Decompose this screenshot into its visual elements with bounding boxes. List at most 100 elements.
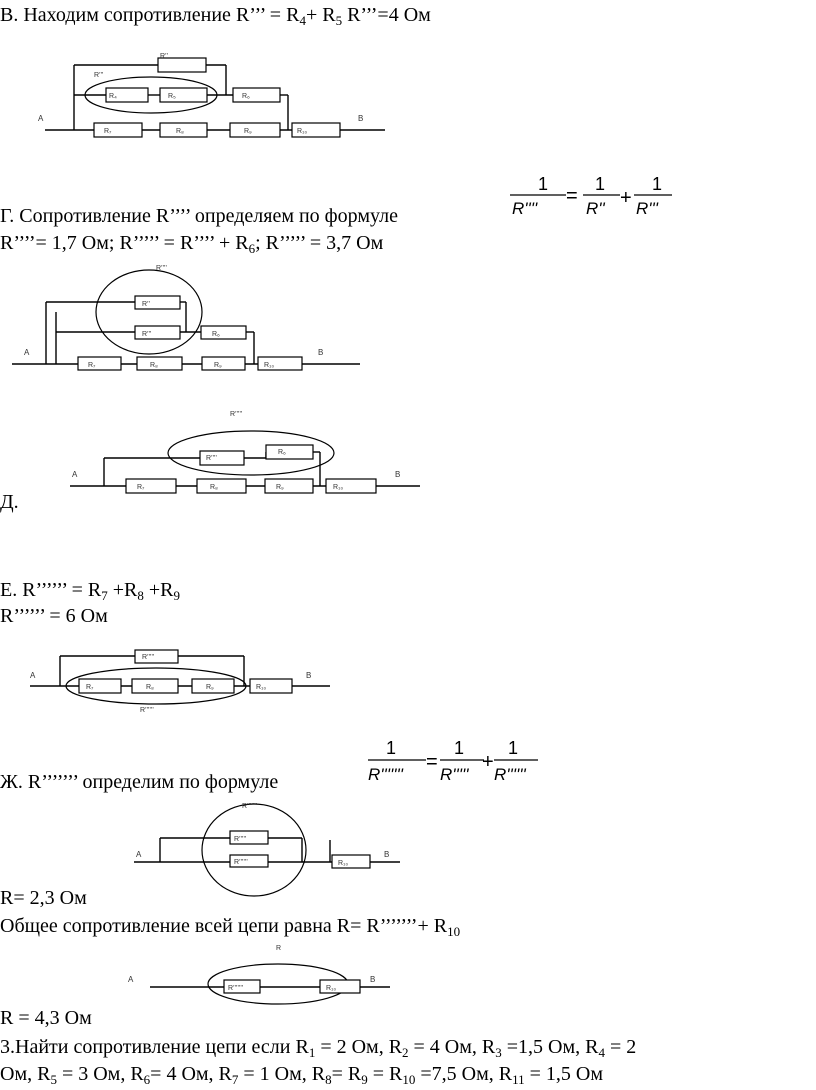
resistor-r10: [249, 678, 293, 694]
resistor-r6: [265, 444, 314, 460]
step-g-text: Г. Сопротивление R’’’’ определяем по фор…: [0, 205, 398, 227]
label-r7p: R’’’’’’’: [228, 985, 244, 992]
step-g-result: R’’’’= 1,7 Ом; R’’’’’ = R’’’’ + R6; R’’’…: [0, 232, 384, 256]
task-3-line-2: Ом, R5 = 3 Ом, R6= 4 Ом, R7 = 1 Ом, R8= …: [0, 1063, 603, 1087]
label-r6: R₆: [278, 449, 286, 456]
step-e-result: R’’’’’’ = 6 Ом: [0, 605, 108, 627]
label-r3p: R’’’: [94, 72, 104, 79]
label-b: B: [358, 114, 363, 123]
svg-text:R'''''': R'''''': [494, 765, 527, 784]
label-r2p: R’’: [160, 53, 168, 60]
svg-text:R'''': R'''': [512, 199, 538, 218]
svg-text:1: 1: [508, 738, 518, 758]
svg-text:1: 1: [595, 174, 605, 194]
step-d-text: Д.: [0, 491, 19, 513]
formula-2: 1 R''''''' = 1 R''''' + 1 R'''''': [368, 738, 538, 784]
label-r10: R₁₀: [264, 362, 274, 369]
label-a: A: [128, 975, 134, 984]
resistor-r9: [229, 122, 281, 138]
circuit-diagram-4: R’’’’’ R’’’’’’ R₇ R₈ R₉ R₁₀ A B: [30, 649, 330, 714]
resistor-r10: [331, 854, 371, 869]
resistor-r10: [325, 478, 377, 494]
label-r9: R₉: [214, 362, 222, 369]
circuit-diagram-5: R’’’’’’’ R’’’’’ R’’’’’’ R₁₀ A B: [134, 803, 400, 897]
resistor-r5p: [229, 830, 269, 845]
label-r6p: R’’’’’’: [234, 859, 248, 866]
label-b: B: [370, 975, 375, 984]
label-r10: R₁₀: [338, 860, 348, 867]
result-r-final: R = 4,3 Ом: [0, 1007, 92, 1029]
group-oval: [201, 803, 307, 897]
label-r4p: R’’’’: [156, 265, 167, 272]
resistor-r10: [291, 122, 341, 138]
label-r10: R₁₀: [326, 985, 336, 992]
svg-text:1: 1: [538, 174, 548, 194]
label-r9: R₉: [206, 684, 214, 691]
step-e-text: Е. R’’’’’’ = R7 +R8 +R9: [0, 579, 180, 603]
label-a: A: [30, 671, 36, 680]
label-r4: R₄: [109, 93, 117, 100]
svg-text:R''''''': R''''''': [368, 765, 404, 784]
label-r7p: R’’’’’’’: [242, 803, 258, 810]
label-r5: R₅: [168, 93, 176, 100]
label-a: A: [72, 470, 78, 479]
svg-text:=: =: [426, 751, 438, 773]
group-oval: [167, 430, 335, 476]
step-zh-text: Ж. R’’’’’’’ определим по формуле: [0, 771, 279, 793]
resistor-r7: [93, 122, 143, 138]
label-b: B: [384, 850, 389, 859]
total-resistance-text: Общее сопротивление всей цепи равна R= R…: [0, 915, 461, 939]
svg-text:1: 1: [652, 174, 662, 194]
label-r4p: R’’’’: [206, 455, 217, 462]
svg-text:1: 1: [386, 738, 396, 758]
group-oval: [95, 269, 203, 355]
resistor-r6: [232, 87, 281, 103]
resistor-r3p: [134, 325, 181, 340]
circuit-diagram-2: R’’’’ R’’ R’’’ R₆ R₇ R₈ R₉ R₁₀ A B: [12, 265, 360, 371]
label-r8: R₈: [150, 362, 158, 369]
resistor-r7: [77, 356, 122, 371]
resistor-r6p: [229, 854, 269, 868]
resistor-r9: [201, 356, 246, 371]
label-r6p: R’’’’’’: [140, 707, 154, 714]
svg-text:+: +: [482, 751, 494, 773]
svg-text:R''''': R''''': [440, 765, 469, 784]
svg-text:R''': R''': [636, 199, 659, 218]
resistor-r10: [319, 979, 361, 994]
circuit-diagram-1: R’’ R’’’ R₄ R₅ R₆ R₇ R₈ R₉ R₁₀ A B: [38, 53, 385, 138]
label-r6: R₆: [212, 331, 220, 338]
step-v-text: В. Находим сопротивление R’’’ = R4+ R5 R…: [0, 4, 431, 28]
label-r8: R₈: [210, 484, 218, 491]
resistor-r2p: [134, 295, 181, 310]
formula-1: 1 R'''' = 1 R'' + 1 R''': [510, 174, 672, 218]
resistor-r2p: [157, 57, 207, 73]
label-r10: R₁₀: [256, 684, 266, 691]
circuit-diagram-3: R’’’’’ R’’’’ R₆ R₇ R₈ R₉ R₁₀ A B: [70, 411, 420, 494]
task-3-line-1: 3.Найти сопротивление цепи если R1 = 2 О…: [0, 1036, 637, 1060]
label-r5p: R’’’’’: [230, 411, 243, 418]
label-r9: R₉: [244, 128, 252, 135]
label-r5p: R’’’’’: [142, 654, 155, 661]
svg-text:+: +: [620, 187, 632, 209]
resistor-r10: [257, 356, 303, 371]
label-r8: R₈: [146, 684, 154, 691]
group-oval: [84, 76, 218, 114]
label-r9: R₉: [276, 484, 284, 491]
resistor-r9: [264, 478, 314, 494]
label-b: B: [395, 470, 400, 479]
resistor-r6: [200, 325, 247, 340]
label-r8: R₈: [176, 128, 184, 135]
label-b: B: [318, 348, 323, 357]
resistor-r7p: [223, 979, 261, 994]
resistor-r7: [125, 478, 177, 494]
label-r7: R₇: [86, 684, 94, 691]
resistor-r5: [159, 87, 208, 103]
resistor-r5p: [134, 649, 179, 664]
label-r6: R₆: [242, 93, 250, 100]
resistor-r4: [105, 87, 149, 103]
svg-text:=: =: [566, 185, 578, 207]
svg-text:1: 1: [454, 738, 464, 758]
resistor-r8: [159, 122, 208, 138]
label-r3p: R’’’: [142, 331, 152, 338]
label-a: A: [24, 348, 30, 357]
